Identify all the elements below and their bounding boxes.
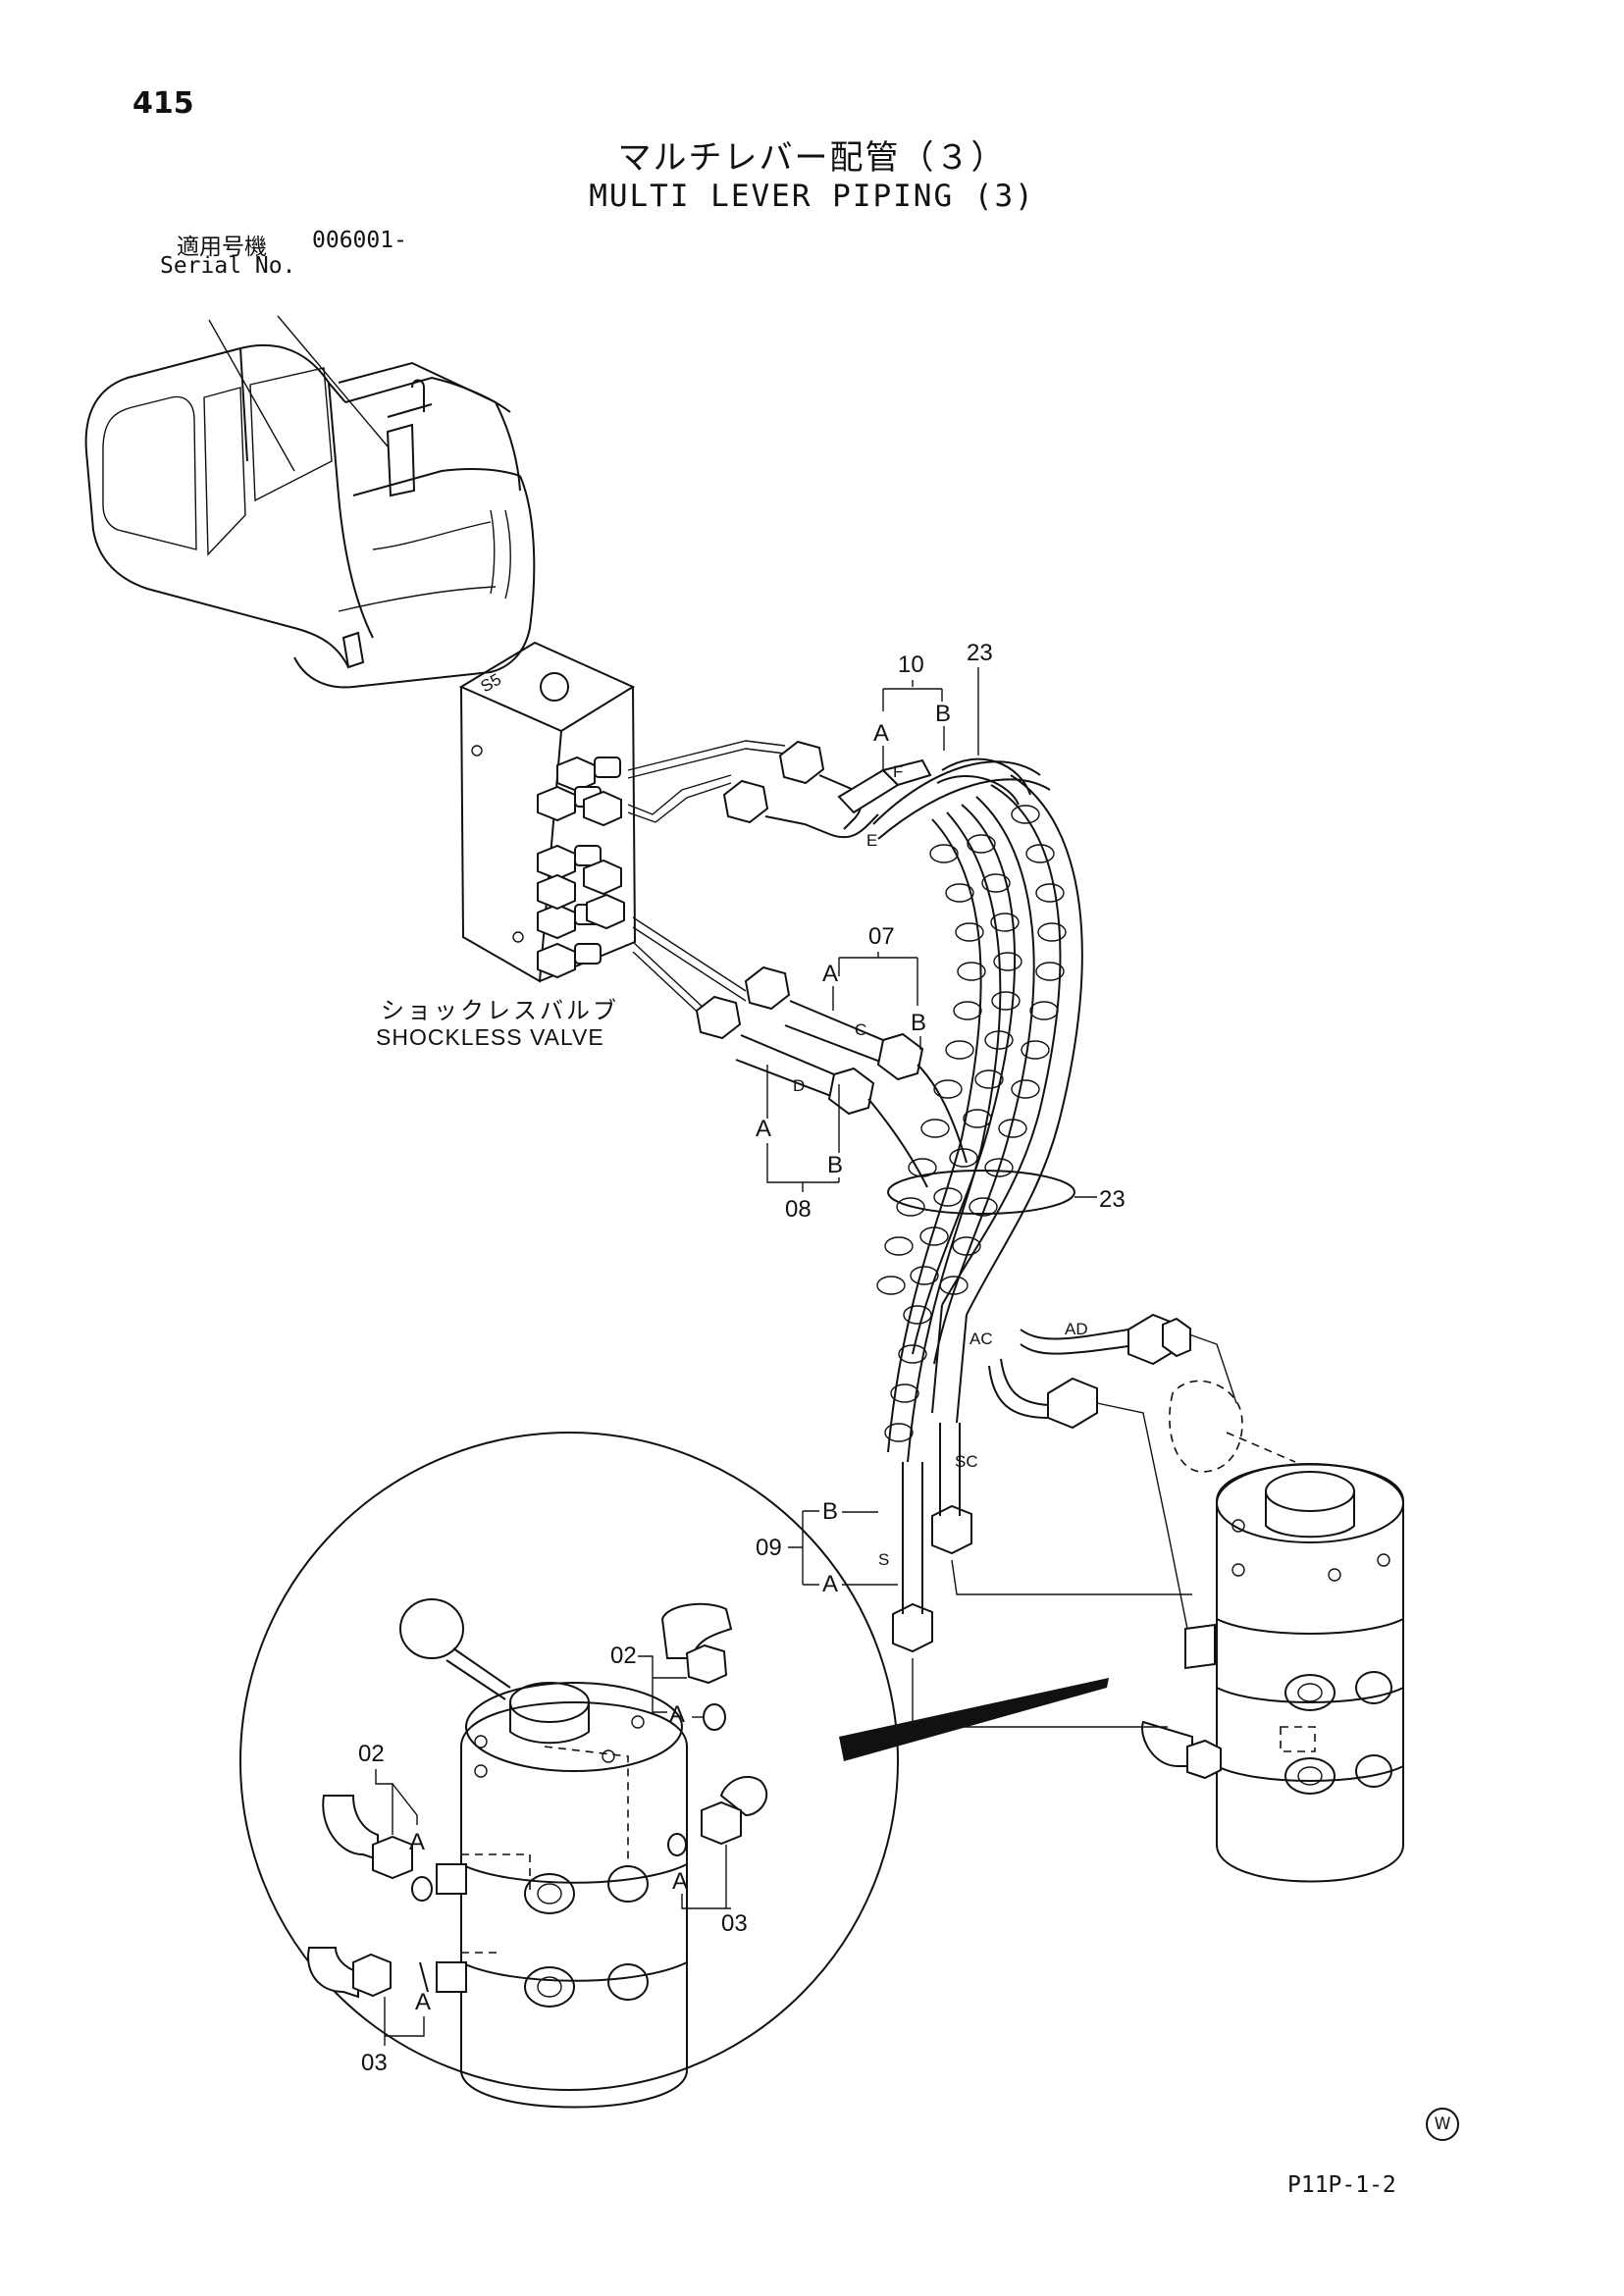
page-number: 415: [132, 86, 194, 121]
valve-pipes: [627, 740, 786, 1021]
hose-letter-f: F: [893, 762, 903, 781]
hose-letter-ad: AD: [1065, 1320, 1088, 1338]
part-ref-10: 10: [898, 652, 924, 678]
part-ref-08: 08: [785, 1196, 812, 1223]
serial-label-english: Serial No.: [160, 253, 296, 279]
end-marker-a-08: A: [756, 1116, 771, 1142]
part-ref-07: 07: [868, 923, 895, 950]
watermark-symbol: W: [1426, 2108, 1459, 2141]
shockless-valve-label-japanese: ショックレスバルブ: [381, 997, 619, 1024]
part-ref-23-mid: 23: [1099, 1186, 1126, 1213]
part-ref-23-top: 23: [967, 640, 993, 666]
inset-pointer-arrow: [839, 1678, 1109, 1761]
part-ref-03-right: 03: [721, 1910, 748, 1937]
end-marker-b-08: B: [827, 1152, 843, 1178]
hose-letter-s: S: [878, 1550, 889, 1569]
multi-lever-unit: [892, 1313, 1404, 1883]
hose-bundle: [876, 774, 1083, 1463]
title-english: MULTI LEVER PIPING (3): [589, 179, 1035, 214]
end-marker-a-09: A: [822, 1571, 838, 1597]
hose-letter-c: C: [855, 1020, 866, 1039]
end-marker-b-07: B: [911, 1010, 926, 1036]
hose-letter-sc: SC: [955, 1452, 978, 1471]
hose-letter-d: D: [793, 1076, 805, 1095]
end-marker-b: B: [935, 701, 951, 727]
hose-letter-ac: AC: [969, 1330, 993, 1348]
hose-assembly-07-08: [695, 965, 968, 1188]
title-japanese: マルチレバー配管（３）: [617, 138, 1007, 178]
reference-callouts: 10 A B 23 F E 07 A B C D A B 08 23 AC AD…: [358, 640, 1126, 2076]
part-ref-09: 09: [756, 1535, 782, 1561]
serial-number-value: 006001-: [312, 228, 407, 253]
end-marker-a-07: A: [822, 961, 838, 987]
part-ref-02-right: 02: [610, 1643, 637, 1669]
serial-label-japanese: 適用号機: [177, 235, 267, 260]
end-marker-a-inset-l: A: [409, 1829, 425, 1855]
hose-letter-e: E: [866, 831, 877, 850]
end-marker-a-inset-r2: A: [672, 1868, 688, 1895]
end-marker-a-inset-r: A: [669, 1701, 685, 1728]
end-marker-a-inset-l2: A: [415, 1989, 431, 2015]
end-marker-a: A: [873, 720, 889, 747]
hose-assembly-10: [722, 740, 1051, 840]
excavator-cab-drawing: [84, 315, 536, 689]
part-ref-02-left: 02: [358, 1741, 385, 1767]
part-ref-03-left: 03: [361, 2050, 388, 2076]
shockless-valve-block: S5: [458, 641, 637, 983]
detail-inset: [239, 1432, 1109, 2109]
end-marker-b-09: B: [822, 1498, 838, 1525]
shockless-valve-label-english: SHOCKLESS VALVE: [376, 1024, 604, 1050]
drawing-code: P11P-1-2: [1287, 2172, 1396, 2198]
